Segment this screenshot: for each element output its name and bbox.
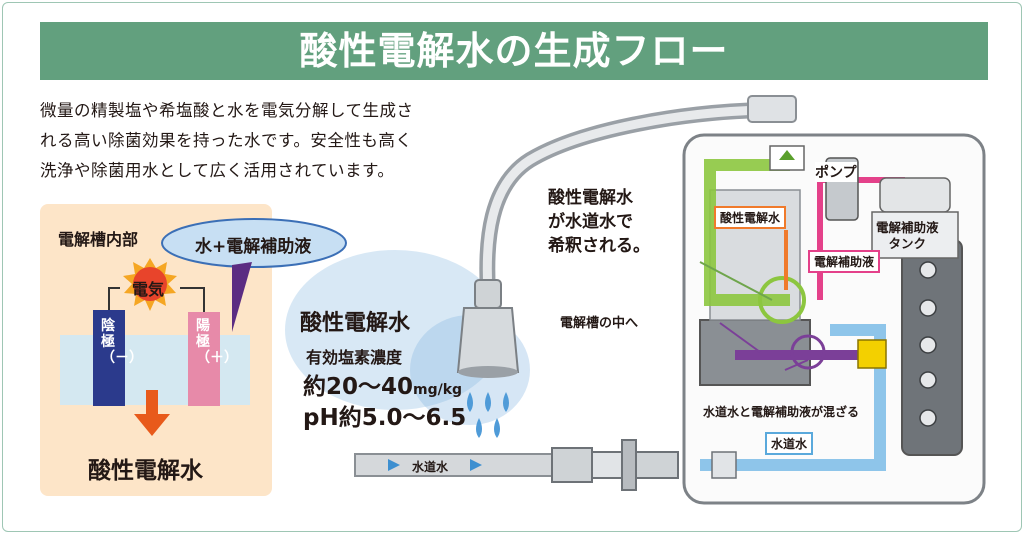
t-joint xyxy=(857,339,887,369)
lock-button xyxy=(919,371,937,389)
hose-arrow-1 xyxy=(388,459,400,471)
aux-tank-icon xyxy=(871,177,959,259)
dilution-line-3: 希釈される。 xyxy=(548,236,650,256)
cathode-electrode xyxy=(93,310,125,406)
select-button xyxy=(919,336,937,354)
tank-line-1: 電解補助液 xyxy=(876,220,939,235)
dilution-line-2: が水道水で xyxy=(548,212,633,232)
acid-flow-pipe xyxy=(704,159,790,306)
electric-burst-icon xyxy=(123,258,177,311)
control-buttons xyxy=(919,261,937,427)
mix-callout-line xyxy=(784,359,809,371)
acid-tag-prefix: 酸 xyxy=(720,211,733,225)
intro-line-3: 洗浄や除菌用水として広く活用されています。 xyxy=(40,161,395,180)
bubble-label: 水+電解補助液 xyxy=(195,237,312,257)
water-droplets xyxy=(467,392,509,438)
cell-heading: 電解槽内部 xyxy=(58,230,139,249)
cathode-label: 陰極（－） xyxy=(101,318,143,366)
ph-value: 約5.0〜6.5 xyxy=(338,405,467,431)
intro-line-2: れる高い除菌効果を持った水です。安全性も高く xyxy=(40,131,413,150)
anode-label: 陽極（＋） xyxy=(196,318,238,366)
hose-coupling xyxy=(551,439,679,491)
down-arrow xyxy=(134,390,170,436)
concentration-label: 有効塩素濃度 xyxy=(306,348,403,367)
electricity-label: 電気 xyxy=(132,280,165,299)
up-arrow-green xyxy=(779,150,795,160)
tap-water-tag: 水道水 xyxy=(765,432,814,455)
into-cell-callout-line xyxy=(719,322,761,353)
shower-head-icon xyxy=(456,279,520,378)
ph-prefix: pH xyxy=(303,405,339,431)
mix-label: 水道水と電解補助液が混ざる xyxy=(703,405,860,419)
water-mist xyxy=(285,250,505,410)
hose-label: 水道水 xyxy=(412,460,449,474)
concentration-value: 約20〜40mg/kg xyxy=(303,367,462,401)
inlet-fitting xyxy=(711,451,737,479)
inlet-hose xyxy=(354,453,556,477)
tank-line-2: タンク xyxy=(888,236,927,251)
intro-line-1: 微量の精製塩や希塩酸と水を電気分解して生成さ xyxy=(40,101,414,120)
result-label: 酸性電解水 xyxy=(88,458,203,484)
speech-bubble xyxy=(161,218,347,268)
acid-tag: 酸性電解水 xyxy=(714,206,787,229)
mode-button xyxy=(919,299,937,317)
dilution-line-1: 酸性電解水 xyxy=(548,188,633,208)
concentration-unit: mg/kg xyxy=(413,382,463,398)
acid-tag-text: 性電解水 xyxy=(732,211,781,225)
concentration-number: 約20〜40 xyxy=(303,374,414,400)
mix-highlight xyxy=(758,276,806,324)
menu-button xyxy=(919,261,937,279)
product-name: 酸性電解水 xyxy=(300,311,411,336)
hose-clip xyxy=(747,95,797,123)
anode-electrode xyxy=(188,312,220,406)
dilution-callout-line xyxy=(699,261,773,301)
power-button xyxy=(919,409,937,427)
tank-label: 電解補助液 タンク xyxy=(876,220,939,252)
mix-point xyxy=(790,334,826,370)
pump-label: ポンプ xyxy=(815,162,857,182)
tap-water-pipe xyxy=(700,324,886,471)
hose-arrow-2 xyxy=(470,459,482,471)
ph-range: pH約5.0〜6.5 xyxy=(303,398,466,432)
dilution-note: 酸性電解水 が水道水で 希釈される。 xyxy=(548,186,650,258)
aux-tag: 電解補助液 xyxy=(808,250,881,273)
into-cell-label: 電解槽の中へ xyxy=(560,316,639,331)
intro-text: 微量の精製塩や希塩酸と水を電気分解して生成さ れる高い除菌効果を持った水です。安… xyxy=(40,96,510,186)
bubble-pointer xyxy=(232,262,252,332)
page-title: 酸性電解水の生成フロー xyxy=(40,22,988,80)
